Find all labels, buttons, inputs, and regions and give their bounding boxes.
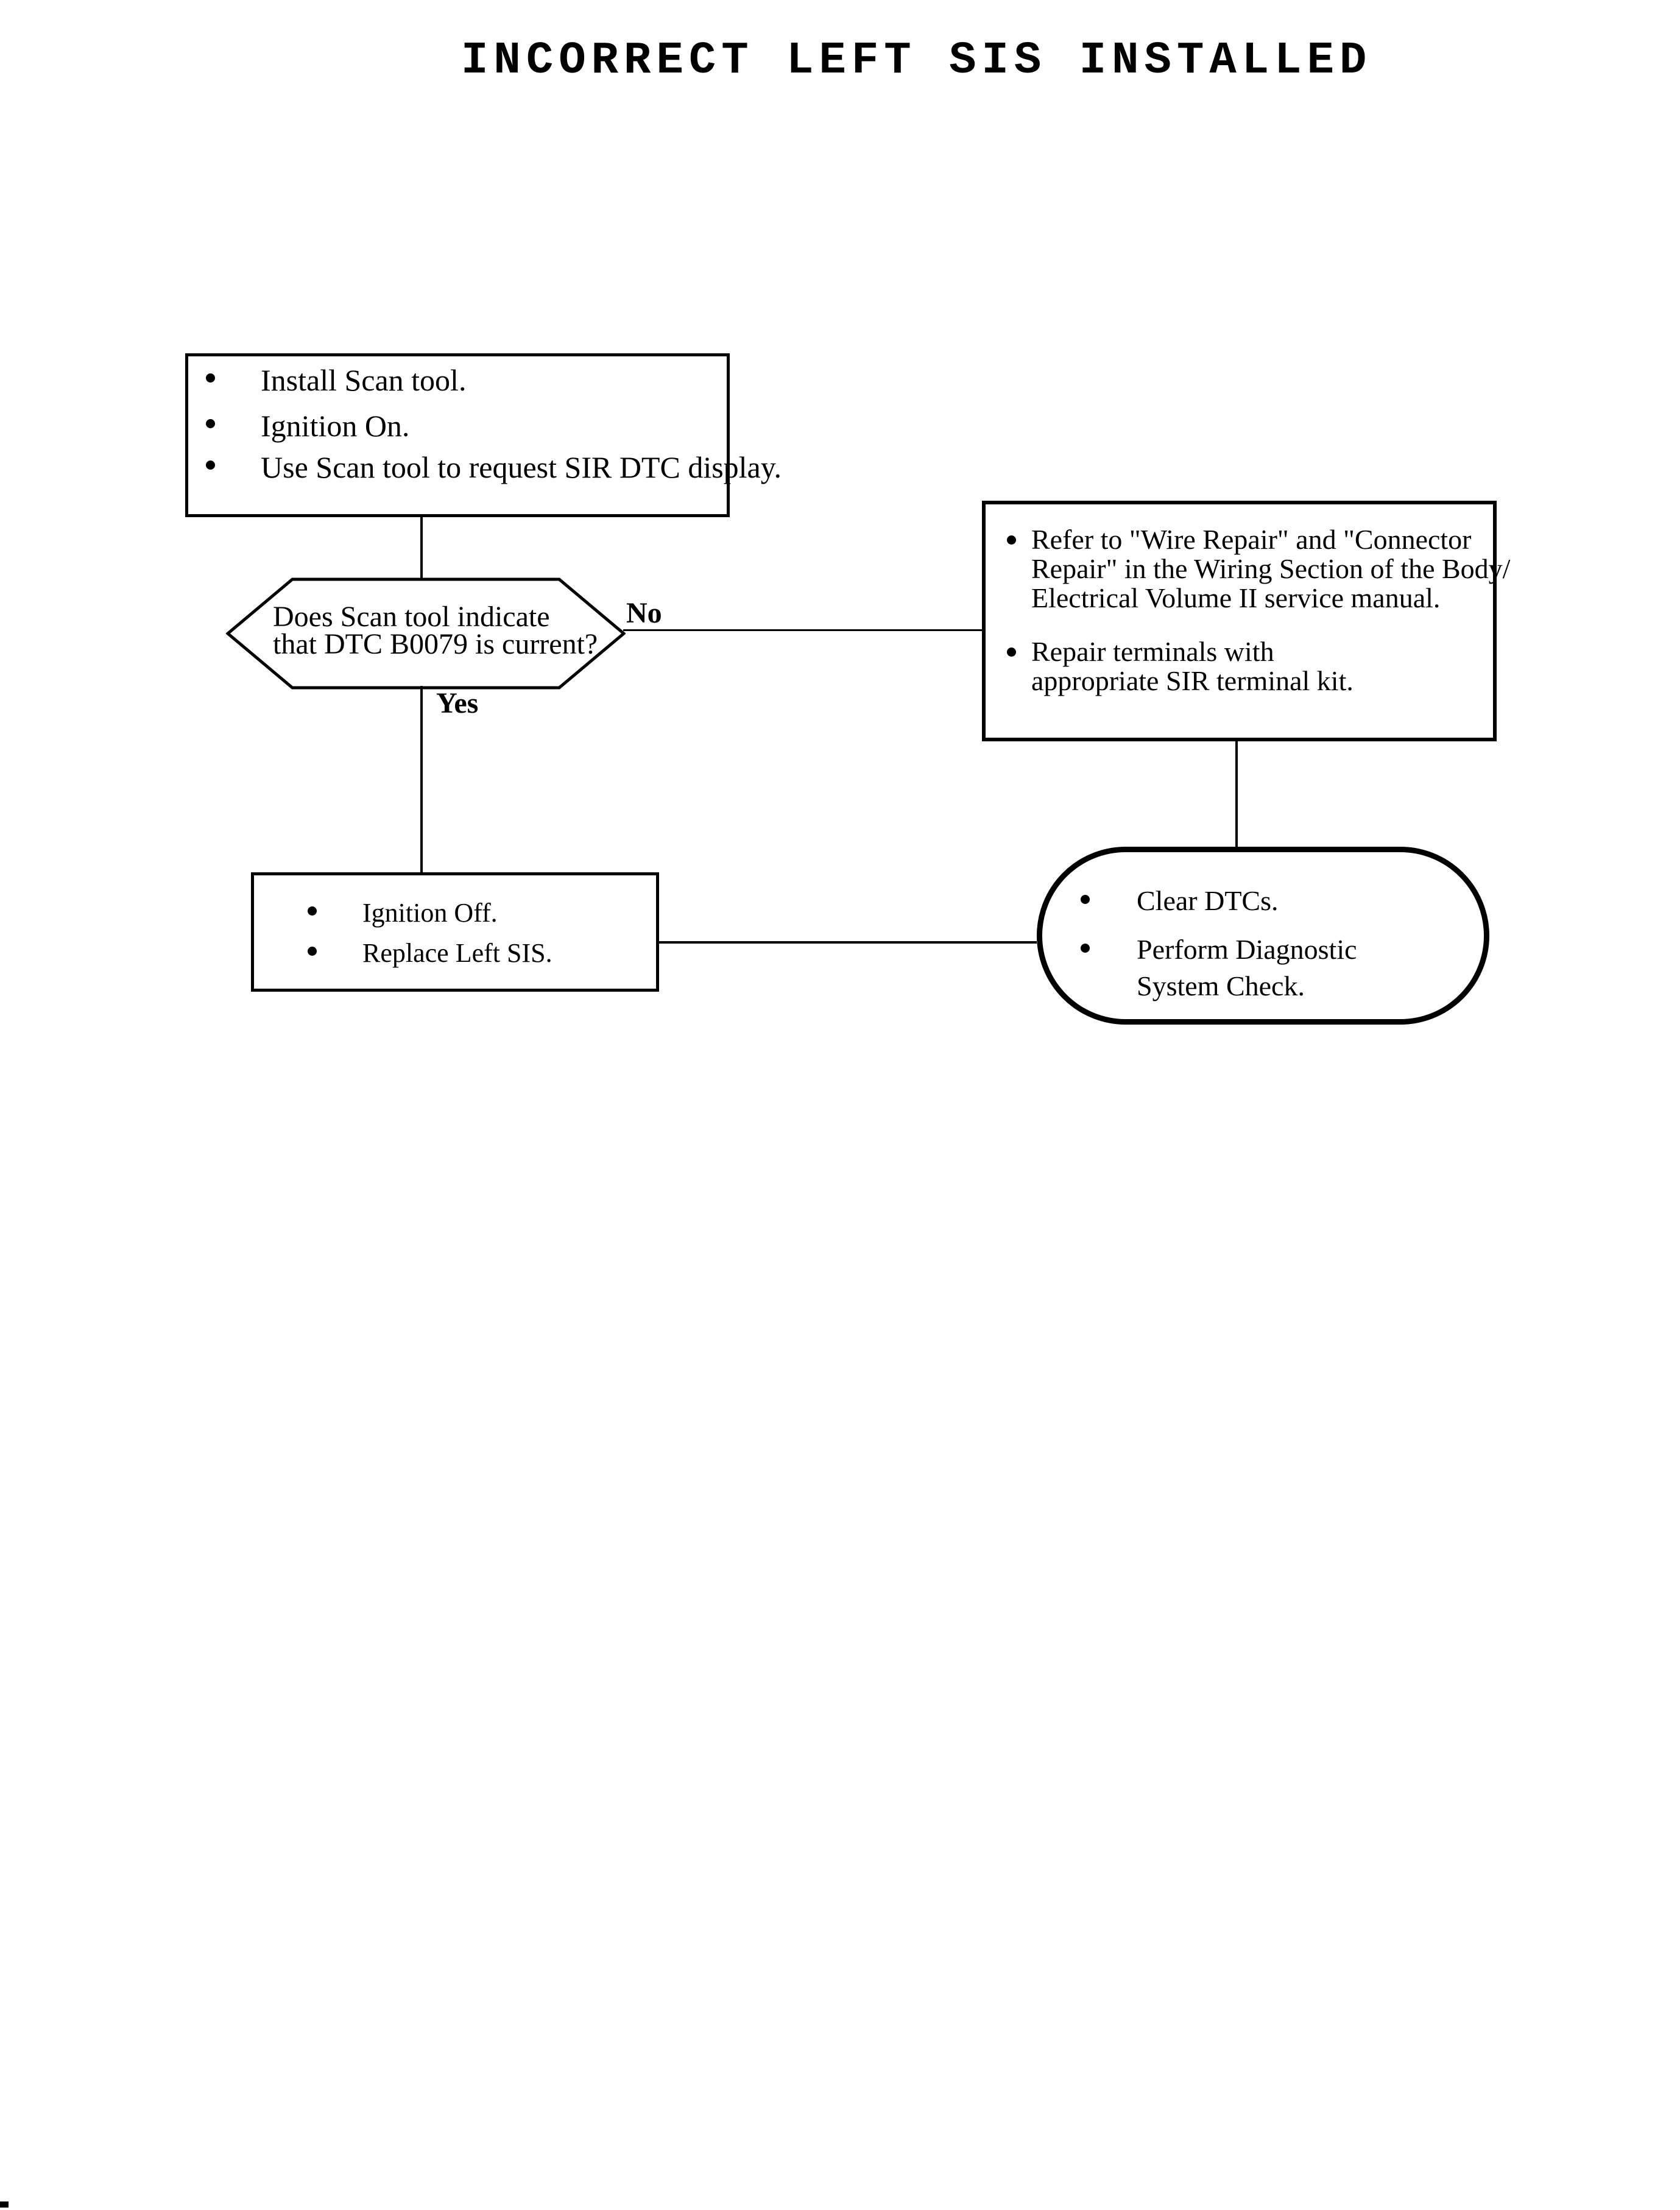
list-item-text: Ignition Off.: [362, 898, 498, 928]
connector-start-to-decision: [420, 516, 423, 580]
list-item: Refer to "Wire Repair" and "Connector Re…: [1007, 525, 1510, 613]
list-item-line: Perform Diagnostic: [1137, 934, 1357, 965]
bullet-icon: [206, 373, 215, 383]
list-item-text: Replace Left SIS.: [362, 938, 552, 968]
bullet-icon: [308, 906, 317, 916]
connector-no-branch: [623, 629, 982, 631]
bullet-icon: [1007, 535, 1016, 545]
decision-question: Does Scan tool indicate that DTC B0079 i…: [273, 601, 598, 660]
list-item-text: Install Scan tool.: [261, 363, 467, 397]
list-item: Use Scan tool to request SIR DTC display…: [206, 452, 782, 482]
list-item-line: Repair terminals with: [1031, 636, 1274, 667]
list-item-text: Ignition On.: [261, 409, 410, 443]
list-item: Clear DTCs.: [1081, 883, 1279, 919]
list-item: Install Scan tool.: [206, 365, 466, 395]
bullet-icon: [206, 419, 215, 428]
list-item: Replace Left SIS.: [308, 939, 552, 967]
list-item-text: Repair terminals with appropriate SIR te…: [1031, 637, 1354, 696]
bullet-icon: [1081, 895, 1090, 904]
decision-hexagon-icon: [226, 577, 626, 690]
list-item-line: Electrical Volume II service manual.: [1031, 582, 1441, 613]
end-terminator-box: Clear DTCs. Perform Diagnostic System Ch…: [1037, 847, 1489, 1025]
list-item-text: Use Scan tool to request SIR DTC display…: [261, 450, 782, 484]
list-item-line: Refer to "Wire Repair" and "Connector: [1031, 524, 1472, 555]
scan-artifact: [0, 2201, 9, 2208]
list-item-text: Refer to "Wire Repair" and "Connector Re…: [1031, 525, 1510, 613]
decision-question-line1: Does Scan tool indicate: [273, 601, 550, 633]
list-item: Perform Diagnostic System Check.: [1081, 931, 1357, 1004]
bullet-icon: [206, 461, 215, 470]
start-process-box: Install Scan tool. Ignition On. Use Scan…: [185, 353, 782, 517]
list-item: Ignition On.: [206, 411, 409, 441]
connector-yes-branch: [420, 686, 423, 872]
list-item: Repair terminals with appropriate SIR te…: [1007, 637, 1354, 696]
bullet-icon: [1007, 648, 1016, 657]
yes-branch-label: Yes: [436, 687, 479, 719]
page-title: INCORRECT LEFT SIS INSTALLED: [461, 35, 1372, 86]
list-item: Ignition Off.: [308, 899, 498, 927]
list-item-text: Perform Diagnostic System Check.: [1137, 931, 1357, 1004]
list-item-line: appropriate SIR terminal kit.: [1031, 665, 1354, 696]
list-item-line: System Check.: [1137, 970, 1305, 1001]
list-item-line: Repair" in the Wiring Section of the Bod…: [1031, 553, 1511, 584]
connector-replace-to-end: [659, 941, 1037, 944]
list-item-text: Clear DTCs.: [1137, 885, 1279, 916]
no-branch-label: No: [626, 597, 662, 629]
connector-repair-to-end: [1235, 741, 1238, 847]
bullet-icon: [308, 947, 317, 956]
replace-process-box: Ignition Off. Replace Left SIS.: [251, 872, 659, 992]
bullet-icon: [1081, 944, 1090, 953]
decision-question-line2: that DTC B0079 is current?: [273, 628, 598, 660]
repair-process-box: Refer to "Wire Repair" and "Connector Re…: [982, 501, 1510, 741]
